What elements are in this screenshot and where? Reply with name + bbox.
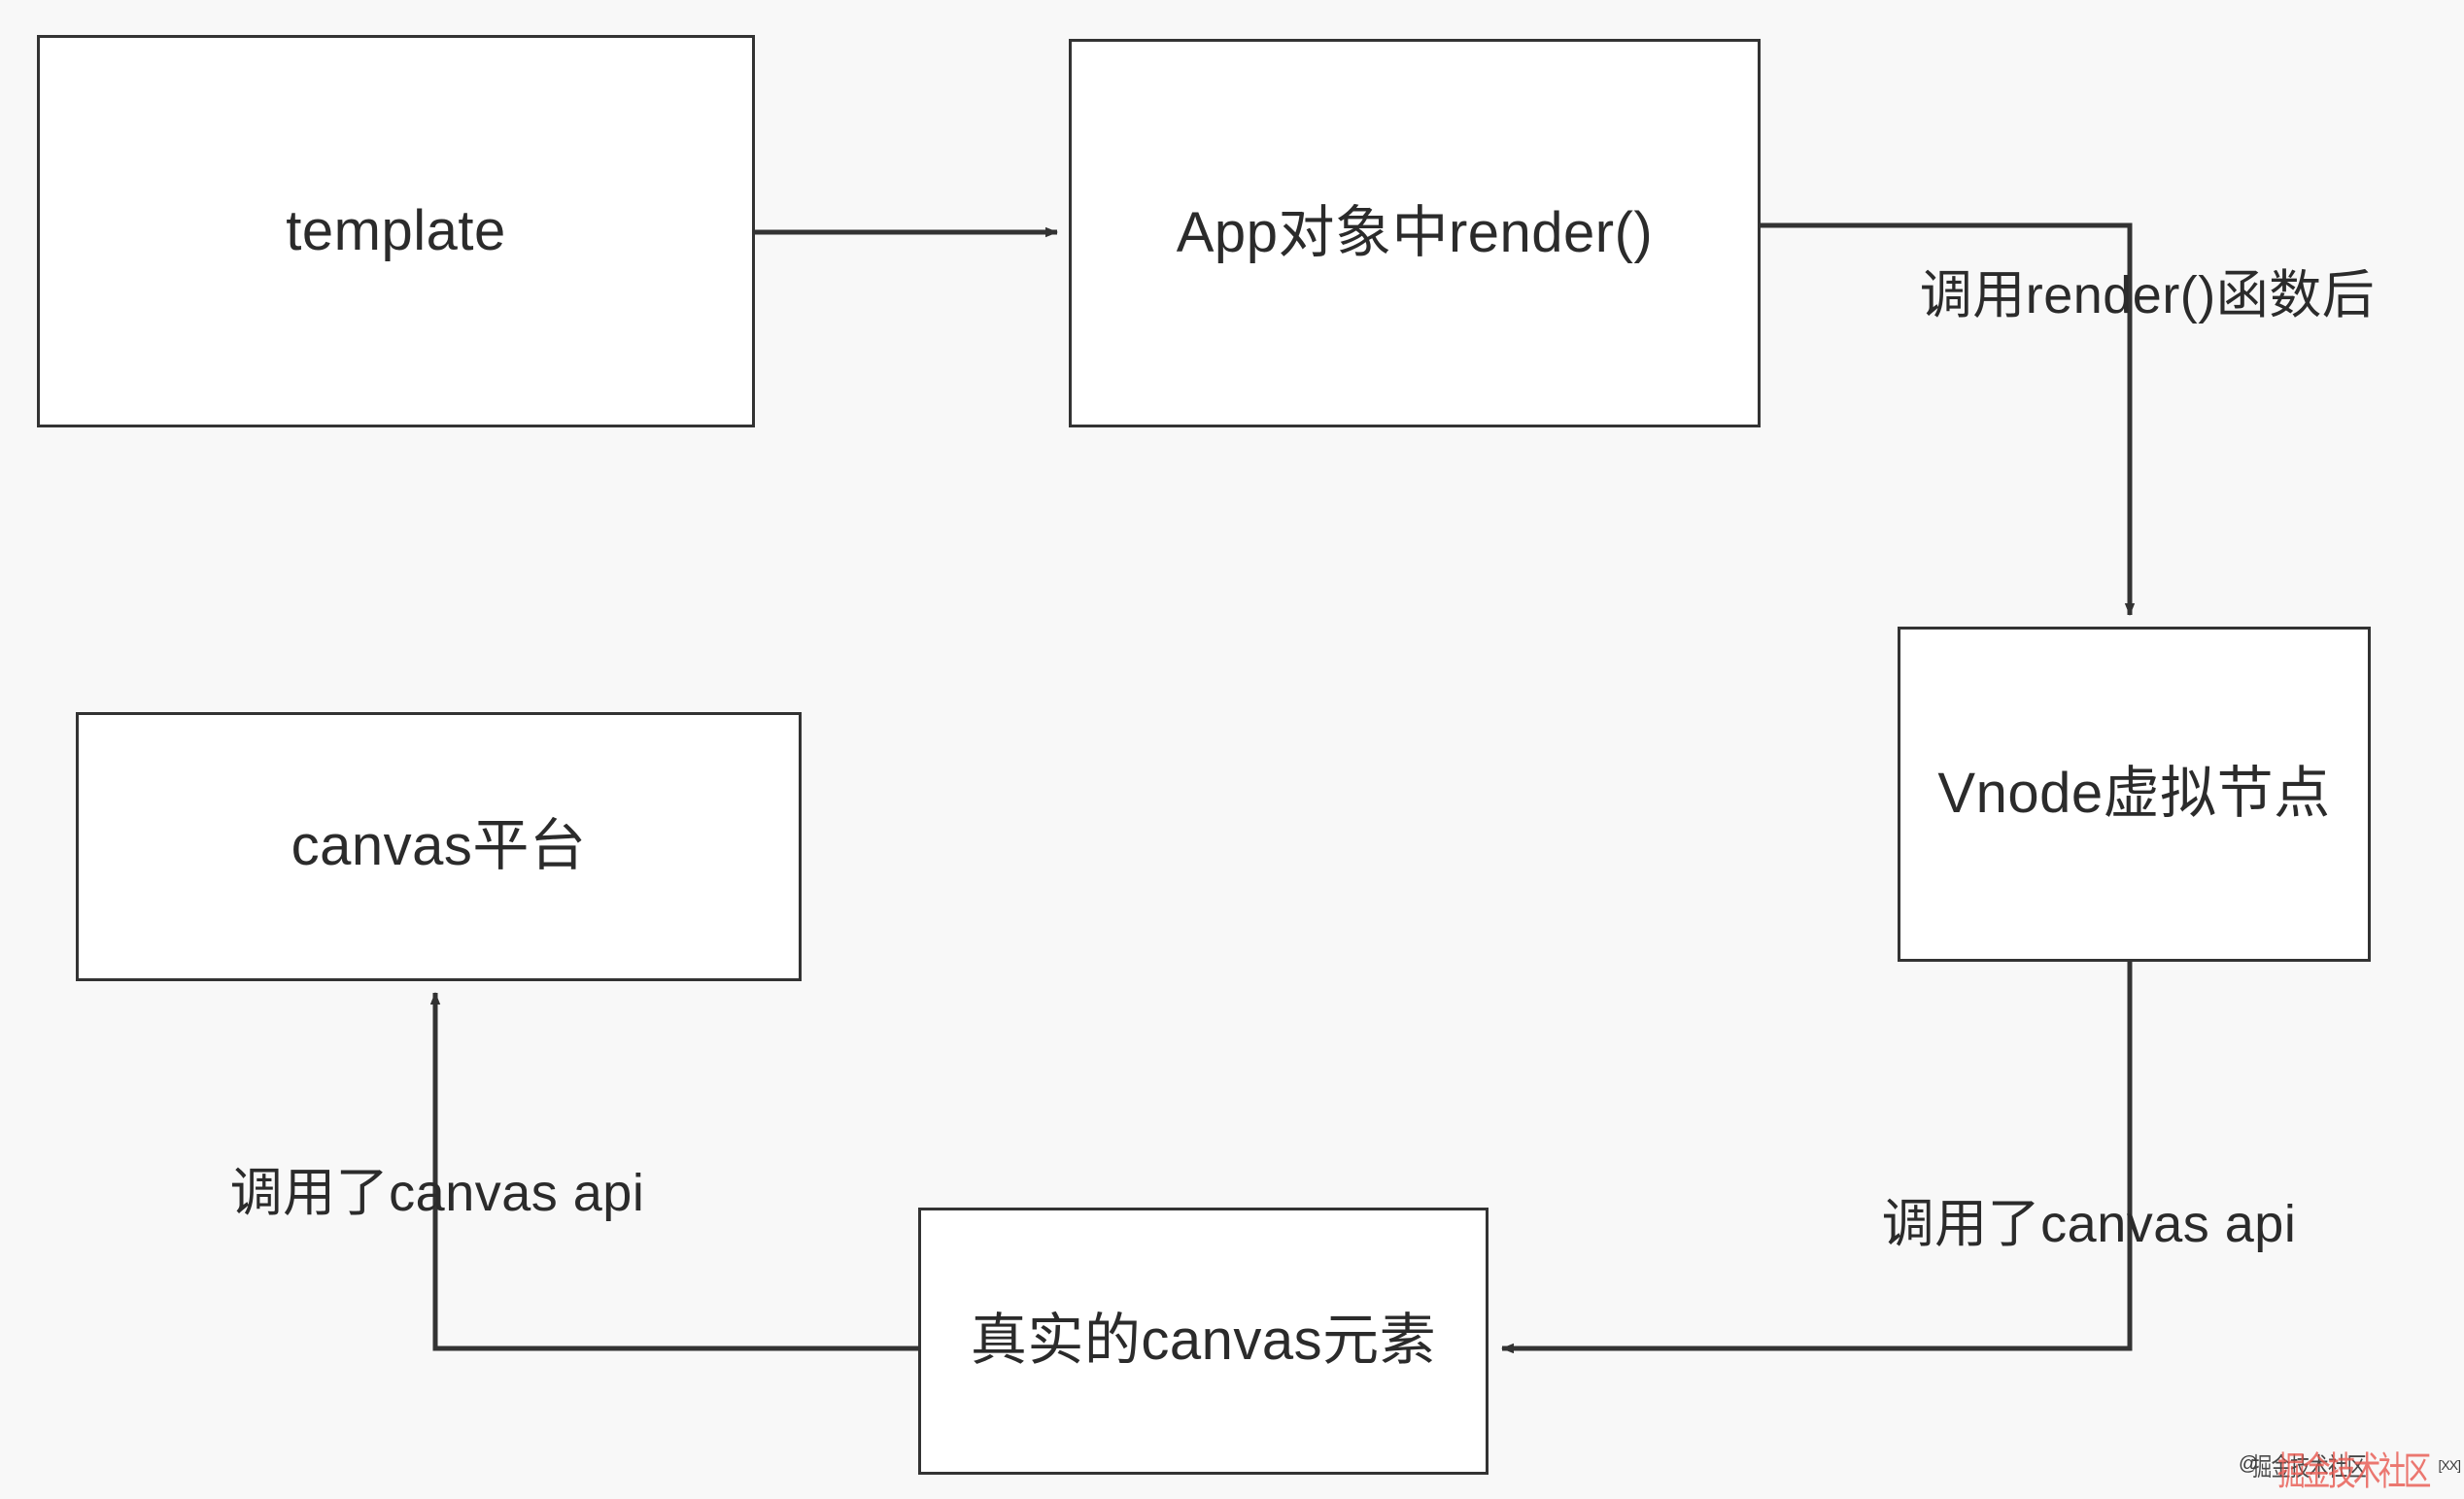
node-real-canvas-label: 真实的canvas元素 <box>970 1309 1437 1373</box>
node-app-render[interactable]: App对象中render() <box>1069 39 1761 427</box>
node-canvas-platform-label: canvas平台 <box>291 814 587 878</box>
watermark: @ 掘金技术社区 掘金技术社区 [XX] <box>2239 1436 2461 1493</box>
node-vnode[interactable]: Vnode虚拟节点 <box>1898 627 2371 962</box>
node-template-label: template <box>286 198 506 262</box>
watermark-suffix: [XX] <box>2438 1457 2461 1473</box>
node-canvas-platform[interactable]: canvas平台 <box>76 712 802 981</box>
edge-vnode-to-real-canvas <box>1501 962 2133 1354</box>
edge-label-render-call: 调用render()函数后 <box>1919 266 2376 324</box>
edge-label-canvas-api-right: 调用了canvas api <box>1881 1195 2297 1253</box>
watermark-mark-glyph: @ <box>2239 1453 2259 1475</box>
node-app-render-label: App对象中render() <box>1176 200 1654 264</box>
watermark-dark-text: 掘金技术社区 <box>2252 1452 2367 1482</box>
node-template[interactable]: template <box>37 35 755 427</box>
node-real-canvas[interactable]: 真实的canvas元素 <box>918 1208 1489 1475</box>
node-vnode-label: Vnode虚拟节点 <box>1937 762 2331 826</box>
edge-label-canvas-api-left: 调用了canvas api <box>229 1164 645 1222</box>
watermark-red-text: 掘金技术社区 <box>2277 1450 2431 1493</box>
